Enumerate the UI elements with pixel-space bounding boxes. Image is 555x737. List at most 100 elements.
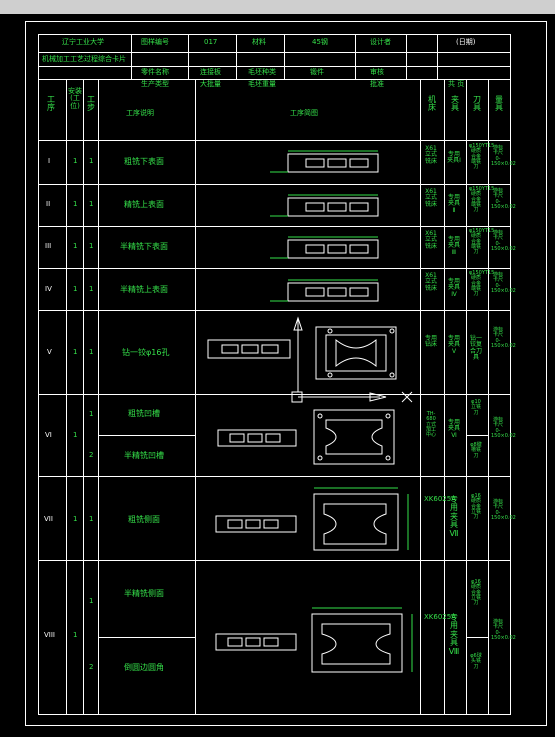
row-4-install: 1	[73, 285, 78, 293]
row-6-machine: TH-680立式加工中心	[425, 411, 436, 438]
sketch-row-vi	[217, 409, 395, 465]
row-2-step: 1	[89, 200, 94, 208]
row-6-fixture: 专用夹具Ⅵ	[447, 419, 460, 439]
row-8b-content: 倒圆边圆角	[124, 663, 164, 672]
row-7-machine: XK6025A	[424, 495, 456, 503]
row-5-tool: 钻一铰复合刀具	[469, 335, 482, 361]
row-2-gauge: 游标卡尺 0-150×0.02	[491, 188, 516, 210]
hdr-r3-c2: 大批量	[200, 80, 221, 88]
row-3-machine: X61立式铣床	[424, 230, 437, 250]
hdr-r3-c3: 毛坯重量	[248, 80, 276, 88]
row-8-machine: XK6025A	[424, 613, 456, 621]
row-4-content: 半精铣上表面	[120, 285, 168, 294]
university-name: 辽宁工业大学	[62, 38, 104, 46]
row-2-tool: φ150YT15硬质合金端铣刀	[469, 186, 495, 213]
row-6-install: 1	[73, 431, 78, 439]
row-8-install: 1	[73, 631, 78, 639]
row-1-content: 粗铣下表面	[124, 157, 164, 166]
row-3-install: 1	[73, 242, 78, 250]
row-5-step: 1	[89, 348, 94, 356]
row-1-fixture: 专用夹具Ⅰ	[447, 151, 461, 165]
table-lines	[38, 34, 511, 715]
hdr-r3-c1: 生产类型	[141, 80, 169, 88]
row-6-tool: φ10立铣刀	[470, 399, 481, 416]
row-3-num: III	[45, 242, 52, 250]
row-4-machine: X61立式铣床	[424, 272, 437, 292]
row-6-gauge: 游标卡尺 0-150×0.02	[491, 417, 516, 439]
row-3-tool: φ150YT15硬质合金端铣刀	[469, 228, 495, 255]
col-sketch: 工序简图	[290, 109, 318, 117]
row-8-fixture: 专用夹具Ⅷ	[448, 613, 460, 656]
row-6b-content: 半精铣凹槽	[124, 451, 164, 460]
col-tool: 刀具	[473, 95, 481, 113]
hdr-r1-c2: 017	[204, 38, 218, 46]
row-2-install: 1	[73, 200, 78, 208]
hdr-r2-c1: 零件名称	[141, 68, 169, 76]
row-3-content: 半精铣下表面	[120, 242, 168, 251]
row-3-gauge: 游标卡尺 0-150×0.02	[491, 230, 516, 252]
row-3-step: 1	[89, 242, 94, 250]
row-1-gauge: 游标卡尺 0-150×0.02	[491, 145, 516, 167]
row-7-num: VII	[44, 515, 53, 523]
row-7-tool: φ16硬质合金立铣刀	[470, 493, 481, 520]
row-1-machine: X61立式铣床	[424, 145, 437, 165]
col-process: 工序	[47, 95, 55, 113]
row-6b-tool: φ8键槽铣刀	[470, 442, 482, 459]
hdr-r2-c3: 毛坯种类	[248, 68, 276, 76]
hdr-r1-c5: 设计者	[370, 38, 391, 46]
row-8b-step: 2	[89, 663, 94, 671]
row-7-step: 1	[89, 515, 94, 523]
row-2-machine: X61立式铣床	[424, 188, 437, 208]
row-8-content: 半精铣侧面	[124, 589, 164, 598]
col-install: 安装(工位)	[68, 87, 82, 110]
row-5-machine: 专用钻床	[424, 335, 437, 349]
row-5-num: V	[47, 348, 52, 356]
row-5-content: 钻一铰φ16孔	[122, 348, 170, 357]
sketch-row-vii	[215, 487, 409, 551]
row-1-tool: φ150YT15硬质合金端铣刀	[469, 143, 495, 170]
col-machine: 机床	[428, 95, 436, 113]
row-4-gauge: 游标卡尺 0-150×0.02	[491, 272, 516, 294]
row-8b-tool: φ6球头铣刀	[470, 653, 482, 670]
sketch-row-viii	[215, 607, 413, 673]
row-8-gauge: 游标卡尺 0-150×0.02	[491, 619, 516, 641]
row-8-tool: φ16硬质合金立铣刀	[470, 579, 481, 606]
row-7-gauge: 游标卡尺 0-150×0.02	[491, 499, 516, 521]
row-8-num: VIII	[44, 631, 55, 639]
hdr-r2-c2: 连接板	[200, 68, 221, 76]
hdr-r1-c4: 45钢	[312, 38, 328, 46]
row-1-step: 1	[89, 157, 94, 165]
hdr-r1-c1: 图样编号	[141, 38, 169, 46]
sketch-row-v	[207, 316, 413, 403]
sketch-section-parts	[270, 150, 379, 302]
row-4-num: IV	[45, 285, 52, 293]
row-4-step: 1	[89, 285, 94, 293]
hdr-r1-c3: 材料	[252, 38, 266, 46]
row-2-content: 精铣上表面	[124, 200, 164, 209]
hdr-r2-c5: 审核	[370, 68, 384, 76]
hdr-r3-c5: 批准	[370, 80, 384, 88]
row-7-install: 1	[73, 515, 78, 523]
row-6-num: VI	[45, 431, 52, 439]
drawing-frame	[25, 21, 547, 726]
row-5-install: 1	[73, 348, 78, 356]
row-1-num: I	[48, 157, 51, 165]
col-gauge: 量具	[495, 95, 503, 113]
row-6-step: 1	[89, 410, 94, 418]
col-step: 工步	[87, 95, 95, 113]
row-6-content: 粗铣凹槽	[128, 409, 160, 418]
row-1-install: 1	[73, 157, 78, 165]
row-5-gauge: 游标卡尺 0-150×0.02	[491, 327, 516, 349]
row-4-fixture: 专用夹具Ⅳ	[447, 278, 460, 298]
hdr-r3-c6: 共 页	[448, 80, 465, 88]
row-6b-step: 2	[89, 451, 94, 459]
row-7-content: 粗铣侧面	[128, 515, 160, 524]
hdr-r2-c4: 锻件	[310, 68, 324, 76]
row-8-step: 1	[89, 597, 94, 605]
row-3-fixture: 专用夹具Ⅲ	[447, 236, 460, 256]
row-7-fixture: 专用夹具Ⅶ	[449, 495, 459, 538]
row-4-tool: φ150YT15硬质合金端铣刀	[469, 270, 495, 297]
col-content: 工序说明	[126, 109, 154, 117]
card-title: 机械加工工艺过程综合卡片	[42, 55, 126, 63]
